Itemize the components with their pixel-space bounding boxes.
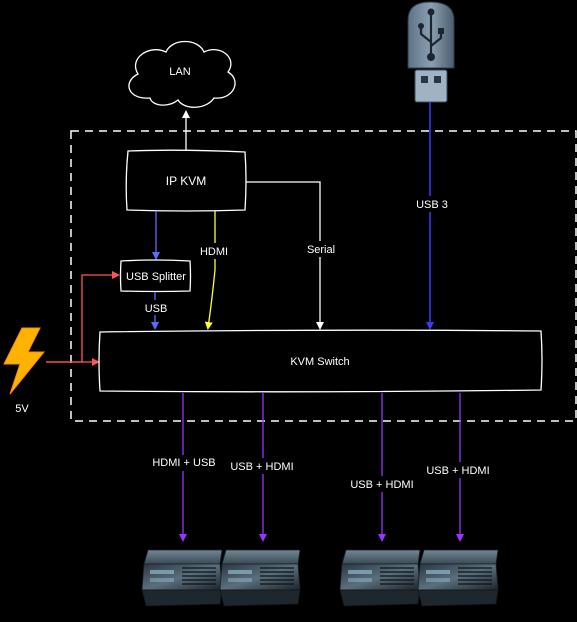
kvm-switch-label: KVM Switch	[290, 356, 349, 368]
server-icon[interactable]	[219, 549, 301, 607]
server-icon[interactable]	[417, 549, 499, 607]
enclosure-boundary	[70, 130, 577, 422]
usb-splitter-box[interactable]: USB Splitter	[119, 259, 192, 293]
output-label-3: USB + HDMI	[350, 479, 413, 491]
server-icon[interactable]	[339, 549, 421, 607]
output-label-2: USB + HDMI	[230, 461, 293, 473]
hdmi-label: HDMI	[200, 246, 228, 258]
usb-drive-icon[interactable]	[407, 1, 455, 103]
cloud-icon	[128, 40, 236, 108]
usb-label: USB	[145, 303, 168, 315]
lan-cloud[interactable]: LAN	[128, 40, 236, 108]
hdmi-line	[204, 211, 216, 330]
serial-line	[246, 181, 324, 330]
server-icon[interactable]	[141, 549, 223, 607]
usb-splitter-label: USB Splitter	[126, 271, 186, 283]
output-label-1: HDMI + USB	[152, 457, 215, 469]
ip-kvm-box[interactable]: IP KVM	[125, 149, 247, 212]
serial-label: Serial	[307, 244, 335, 256]
kvm-switch-box[interactable]: KVM Switch	[98, 329, 543, 393]
output-label-4: USB + HDMI	[426, 465, 489, 477]
usb3-label: USB 3	[416, 199, 448, 211]
power-label: 5V	[15, 403, 29, 415]
ip-kvm-label: IP KVM	[166, 174, 206, 188]
lightning-icon	[3, 327, 46, 395]
lan-label: LAN	[169, 66, 190, 78]
